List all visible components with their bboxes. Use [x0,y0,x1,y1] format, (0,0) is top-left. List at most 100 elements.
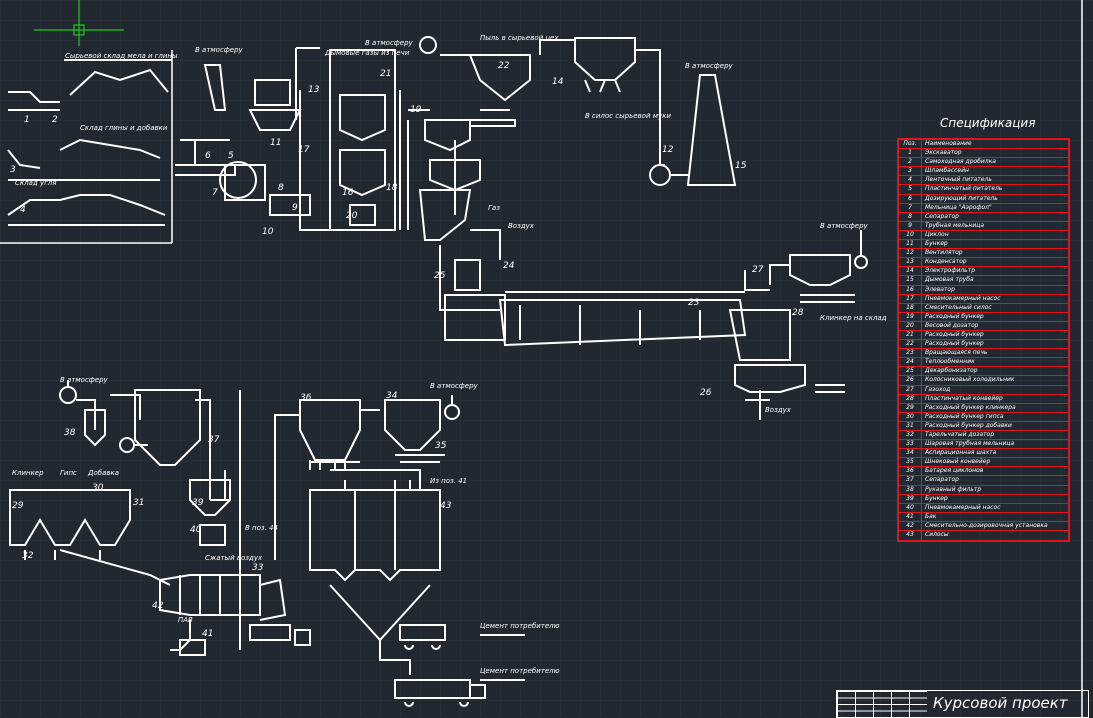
position-number-14: 14 [552,77,564,87]
spec-item-name: Бункер [925,494,948,502]
title-block-grid [837,691,927,717]
label-clinker: Клинкер [12,469,44,477]
position-number-43: 43 [440,501,452,511]
spec-item-name: Элеватор [925,285,955,293]
spec-item-name: Смесительный силос [925,303,992,311]
spec-item-name: Вращающаяся печь [925,349,988,357]
label-to-atmosphere-5: В атмосферу [60,376,109,384]
label-to-atmosphere-6: В атмосферу [430,382,479,390]
spec-pos: 24 [899,358,922,367]
position-number-7: 7 [212,188,218,198]
label-clay-storage: Склад глины и добавки [80,124,168,132]
spec-item-name: Электрофильтр [925,267,976,275]
spec-item-name: Бак [925,512,937,520]
position-number-18: 18 [386,183,398,193]
label-to-silo-41: Из поз. 41 [430,477,467,485]
spec-row: Поз.Наименование [899,140,1068,150]
label-to-atmosphere-4: В атмосферу [820,222,869,230]
position-number-16: 16 [342,188,354,198]
position-number-33: 33 [252,563,264,573]
spec-item-name: Самоходная дробилка [925,158,996,166]
spec-item-name: Силосы [925,531,949,539]
position-numbers: 1 2 3 4 5 6 7 8 9 10 11 12 13 14 15 16 1… [10,61,804,639]
spec-item-name: Вентилятор [925,249,963,257]
title-block-text: Курсовой проект [933,694,1068,712]
position-number-12: 12 [662,145,674,155]
spec-item-name: Сепаратор [925,476,959,484]
label-gas: Газ [488,204,500,212]
position-number-29: 29 [12,501,24,511]
spec-pos: 22 [899,340,922,349]
label-compressed-air: Сжатый воздух [205,554,263,562]
position-number-28: 28 [792,308,804,318]
spec-pos: 12 [899,249,922,258]
spec-item-name: Смесительно-дозировочная установка [925,521,1048,529]
label-to-atmosphere-3: В атмосферу [685,62,734,70]
ucs-cursor-icon [34,0,124,46]
spec-pos: 13 [899,258,922,267]
spec-item-name: Аспирационная шахта [925,449,997,457]
spec-pos: 18 [899,303,922,312]
position-number-3: 3 [10,165,16,175]
spec-title: Спецификация [940,116,1036,130]
spec-pos: 10 [899,230,922,240]
label-to-atmosphere-2: В атмосферу [365,39,414,47]
position-number-31: 31 [133,498,144,508]
spec-pos: 3 [899,167,922,176]
spec-item-name: Дозирующий питатель [925,194,998,202]
spec-item-name: Дымовая труба [925,276,974,284]
spec-item-name: Наименование [925,140,972,147]
spec-item-name: Газоход [925,385,951,393]
spec-pos: 31 [899,421,922,430]
position-number-40: 40 [190,525,202,535]
spec-pos: 7 [899,203,922,212]
label-dust-to-raw: Пыль в сырьевой цех [480,34,559,42]
spec-item-name: Расходный бункер клинкера [925,403,1016,411]
label-additive: Добавка [87,469,119,477]
spec-pos: 26 [899,376,922,385]
spec-item-name: Расходный бункер [925,312,984,320]
spec-item-name: Шламбассейн [925,167,969,175]
position-number-39: 39 [192,498,204,508]
spec-pos: 14 [899,267,922,276]
label-raw-storage: Сырьевой склад мела и глины [65,52,178,60]
label-air: Воздух [508,222,535,230]
spec-pos: 29 [899,403,922,412]
spec-item-name: Декарбонизатор [925,367,978,375]
label-air-2: Воздух [765,406,792,414]
spec-item-name: Экскаватор [925,149,962,157]
equipment-lines [7,36,869,707]
spec-item-name: Тарельчатый дозатор [925,431,995,438]
position-number-38: 38 [64,428,76,438]
spec-pos: 38 [899,485,922,494]
spec-pos: 39 [899,494,922,503]
spec-pos: Поз. [899,140,922,149]
spec-item-name: Пневмокамерный насос [925,503,1001,511]
label-dust-to-silo: В силос сырьевой муки [585,112,671,120]
spec-item-name: Мельница "Аэрофол" [925,203,992,211]
spec-item-name: Расходный бункер гипса [925,412,1004,420]
spec-pos: 43 [899,531,922,541]
spec-item-name: Трубная мельница [925,221,985,229]
position-number-32: 32 [22,551,34,561]
